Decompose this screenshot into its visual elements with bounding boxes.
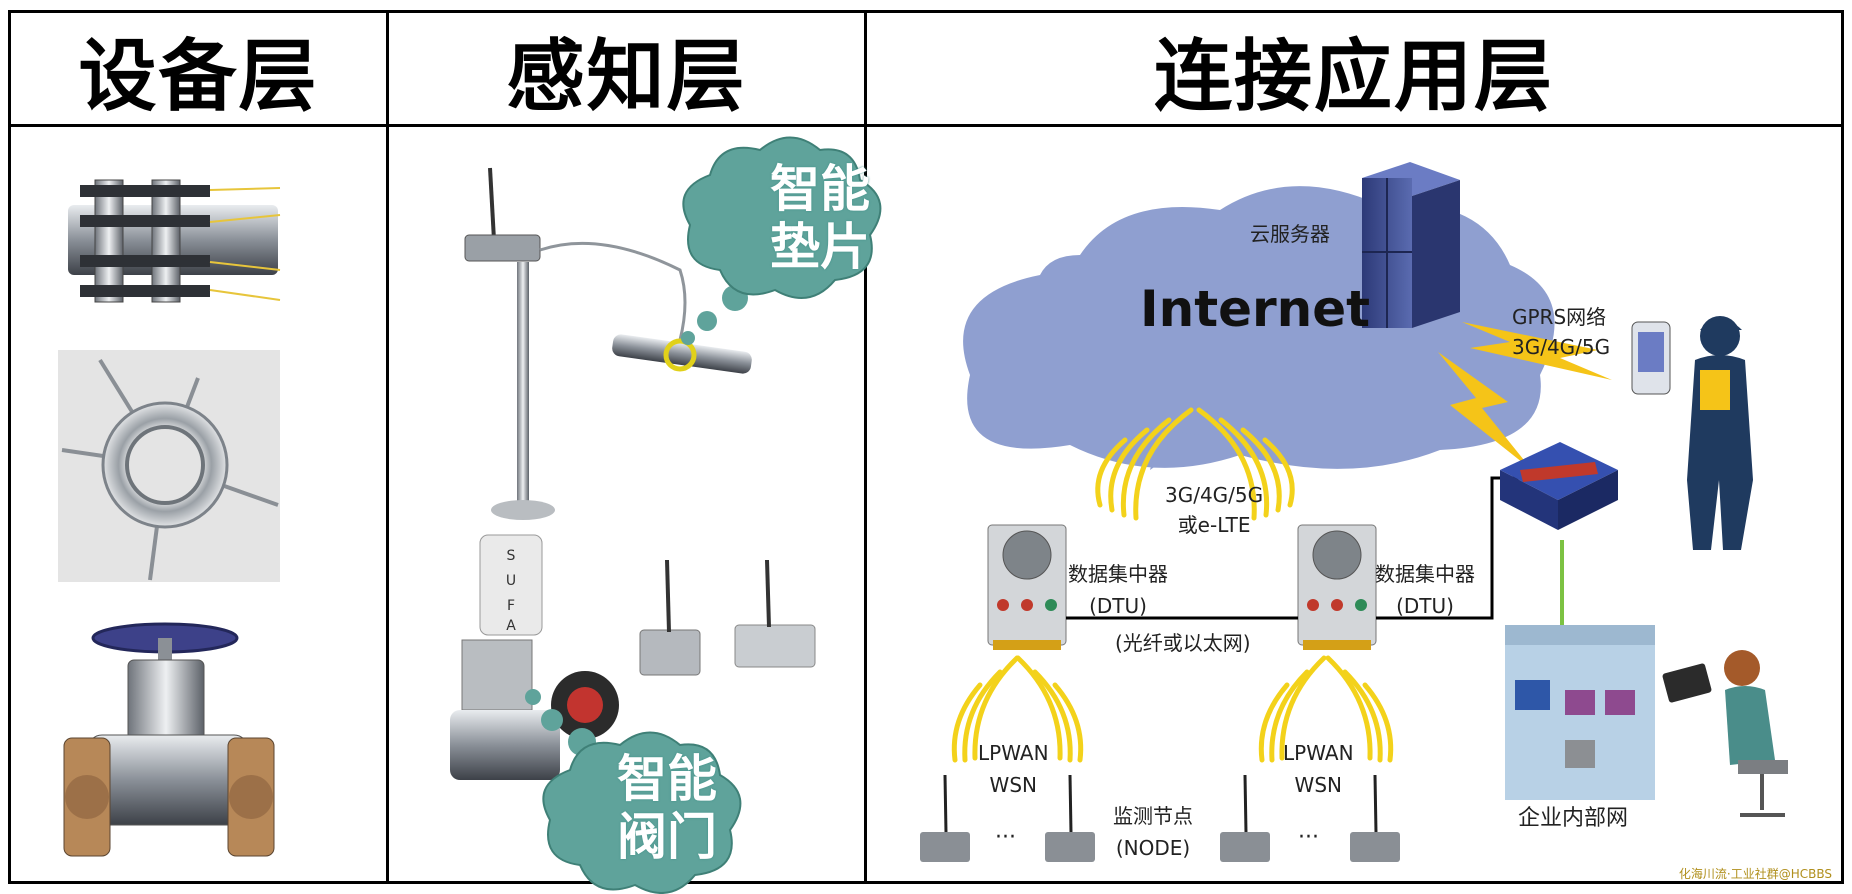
link-label: (光纤或以太网)	[1115, 631, 1251, 655]
gprs-label: GPRS网络 3G/4G/5G	[1512, 302, 1610, 362]
dtu-right-device	[1297, 524, 1377, 650]
operator-icon	[1662, 650, 1788, 817]
gprs-line2: 3G/4G/5G	[1512, 335, 1611, 359]
header-device-layer: 设备层	[78, 32, 319, 122]
smart-valve-image: S U F A	[450, 534, 816, 780]
node-label: 监测节点 (NODE)	[1113, 800, 1193, 864]
dtu-right-line2: (DTU)	[1396, 594, 1454, 618]
wireless-line2: 或e-LTE	[1177, 513, 1251, 537]
node-sensors	[920, 774, 1400, 862]
header-divider	[8, 124, 1844, 127]
smart-valve-bubble	[525, 689, 742, 894]
gate-valve-image	[63, 622, 275, 857]
internet-label: Internet	[1140, 280, 1371, 338]
dtu-left-line2: (DTU)	[1089, 594, 1147, 618]
signal-arcs	[951, 407, 1394, 763]
sufa-letter-a: A	[506, 618, 516, 634]
gprs-line1: GPRS网络	[1512, 305, 1607, 329]
dtu-right-line1: 数据集中器	[1375, 562, 1475, 586]
header-sensing-layer: 感知层	[506, 32, 747, 122]
node-line1: 监测节点	[1113, 804, 1193, 828]
lpwan-left-label: LPWAN WSN	[978, 737, 1049, 801]
enterprise-network-icon	[1505, 625, 1655, 800]
table-frame	[8, 10, 1844, 884]
lightning-bolt-gprs	[1462, 322, 1612, 380]
cloud-server-label: 云服务器	[1250, 222, 1330, 246]
wireless-label: 3G/4G/5G 或e-LTE	[1165, 480, 1263, 540]
lpwan-right-label: LPWAN WSN	[1283, 737, 1354, 801]
ellipsis-right: ···	[1298, 825, 1319, 850]
sufa-letter-f: F	[507, 598, 515, 614]
sufa-letter-s: S	[507, 548, 516, 564]
signal-icon-dtu-left	[1095, 407, 1194, 521]
smart-valve-line2: 阀门	[617, 808, 717, 866]
smart-gasket-label: 智能 垫片	[760, 160, 880, 276]
dtu-left-label: 数据集中器 (DTU)	[1068, 558, 1168, 622]
server-icon	[1362, 162, 1460, 328]
lpwan-left-line2: WSN	[989, 773, 1037, 797]
node-sensor-3	[1220, 774, 1270, 862]
dtu-left-device	[987, 524, 1067, 650]
smart-gasket-bubble	[681, 136, 882, 345]
node-sensor-4	[1350, 774, 1400, 862]
smart-valve-line1: 智能	[617, 750, 717, 808]
smart-valve-label: 智能 阀门	[607, 750, 727, 866]
node-line2: (NODE)	[1115, 836, 1191, 860]
signal-icon-node-4	[1325, 655, 1394, 763]
column-divider-2	[864, 10, 867, 884]
worker-icon	[1631, 316, 1753, 550]
column-divider-1	[386, 10, 389, 884]
sensor-pole-image	[464, 167, 752, 520]
signal-icon-node-1	[951, 655, 1020, 763]
watermark: 化海川流·工业社群@HCBBS	[1678, 867, 1832, 881]
node-sensor-1	[920, 774, 970, 862]
gasket-image	[58, 350, 280, 582]
lpwan-right-line2: WSN	[1294, 773, 1342, 797]
header-connection-layer: 连接应用层	[1153, 32, 1554, 122]
ellipsis-left: ···	[995, 825, 1016, 850]
dtu-right-label: 数据集中器 (DTU)	[1375, 558, 1475, 622]
wireless-line1: 3G/4G/5G	[1165, 483, 1264, 507]
smart-gasket-line2: 垫片	[770, 218, 870, 276]
node-sensor-2	[1045, 774, 1095, 862]
lpwan-left-line1: LPWAN	[978, 741, 1049, 765]
signal-icon-dtu-right	[1196, 407, 1295, 521]
lpwan-right-line1: LPWAN	[1283, 741, 1354, 765]
enterprise-label: 企业内部网	[1518, 806, 1629, 831]
signal-icon-node-3	[1258, 655, 1327, 763]
router-icon	[1500, 442, 1618, 530]
flange-image	[68, 179, 281, 303]
signal-icon-node-2	[1015, 655, 1084, 763]
sufa-letter-u: U	[506, 573, 516, 589]
smart-gasket-line1: 智能	[770, 160, 870, 218]
dtu-left-line1: 数据集中器	[1068, 562, 1168, 586]
